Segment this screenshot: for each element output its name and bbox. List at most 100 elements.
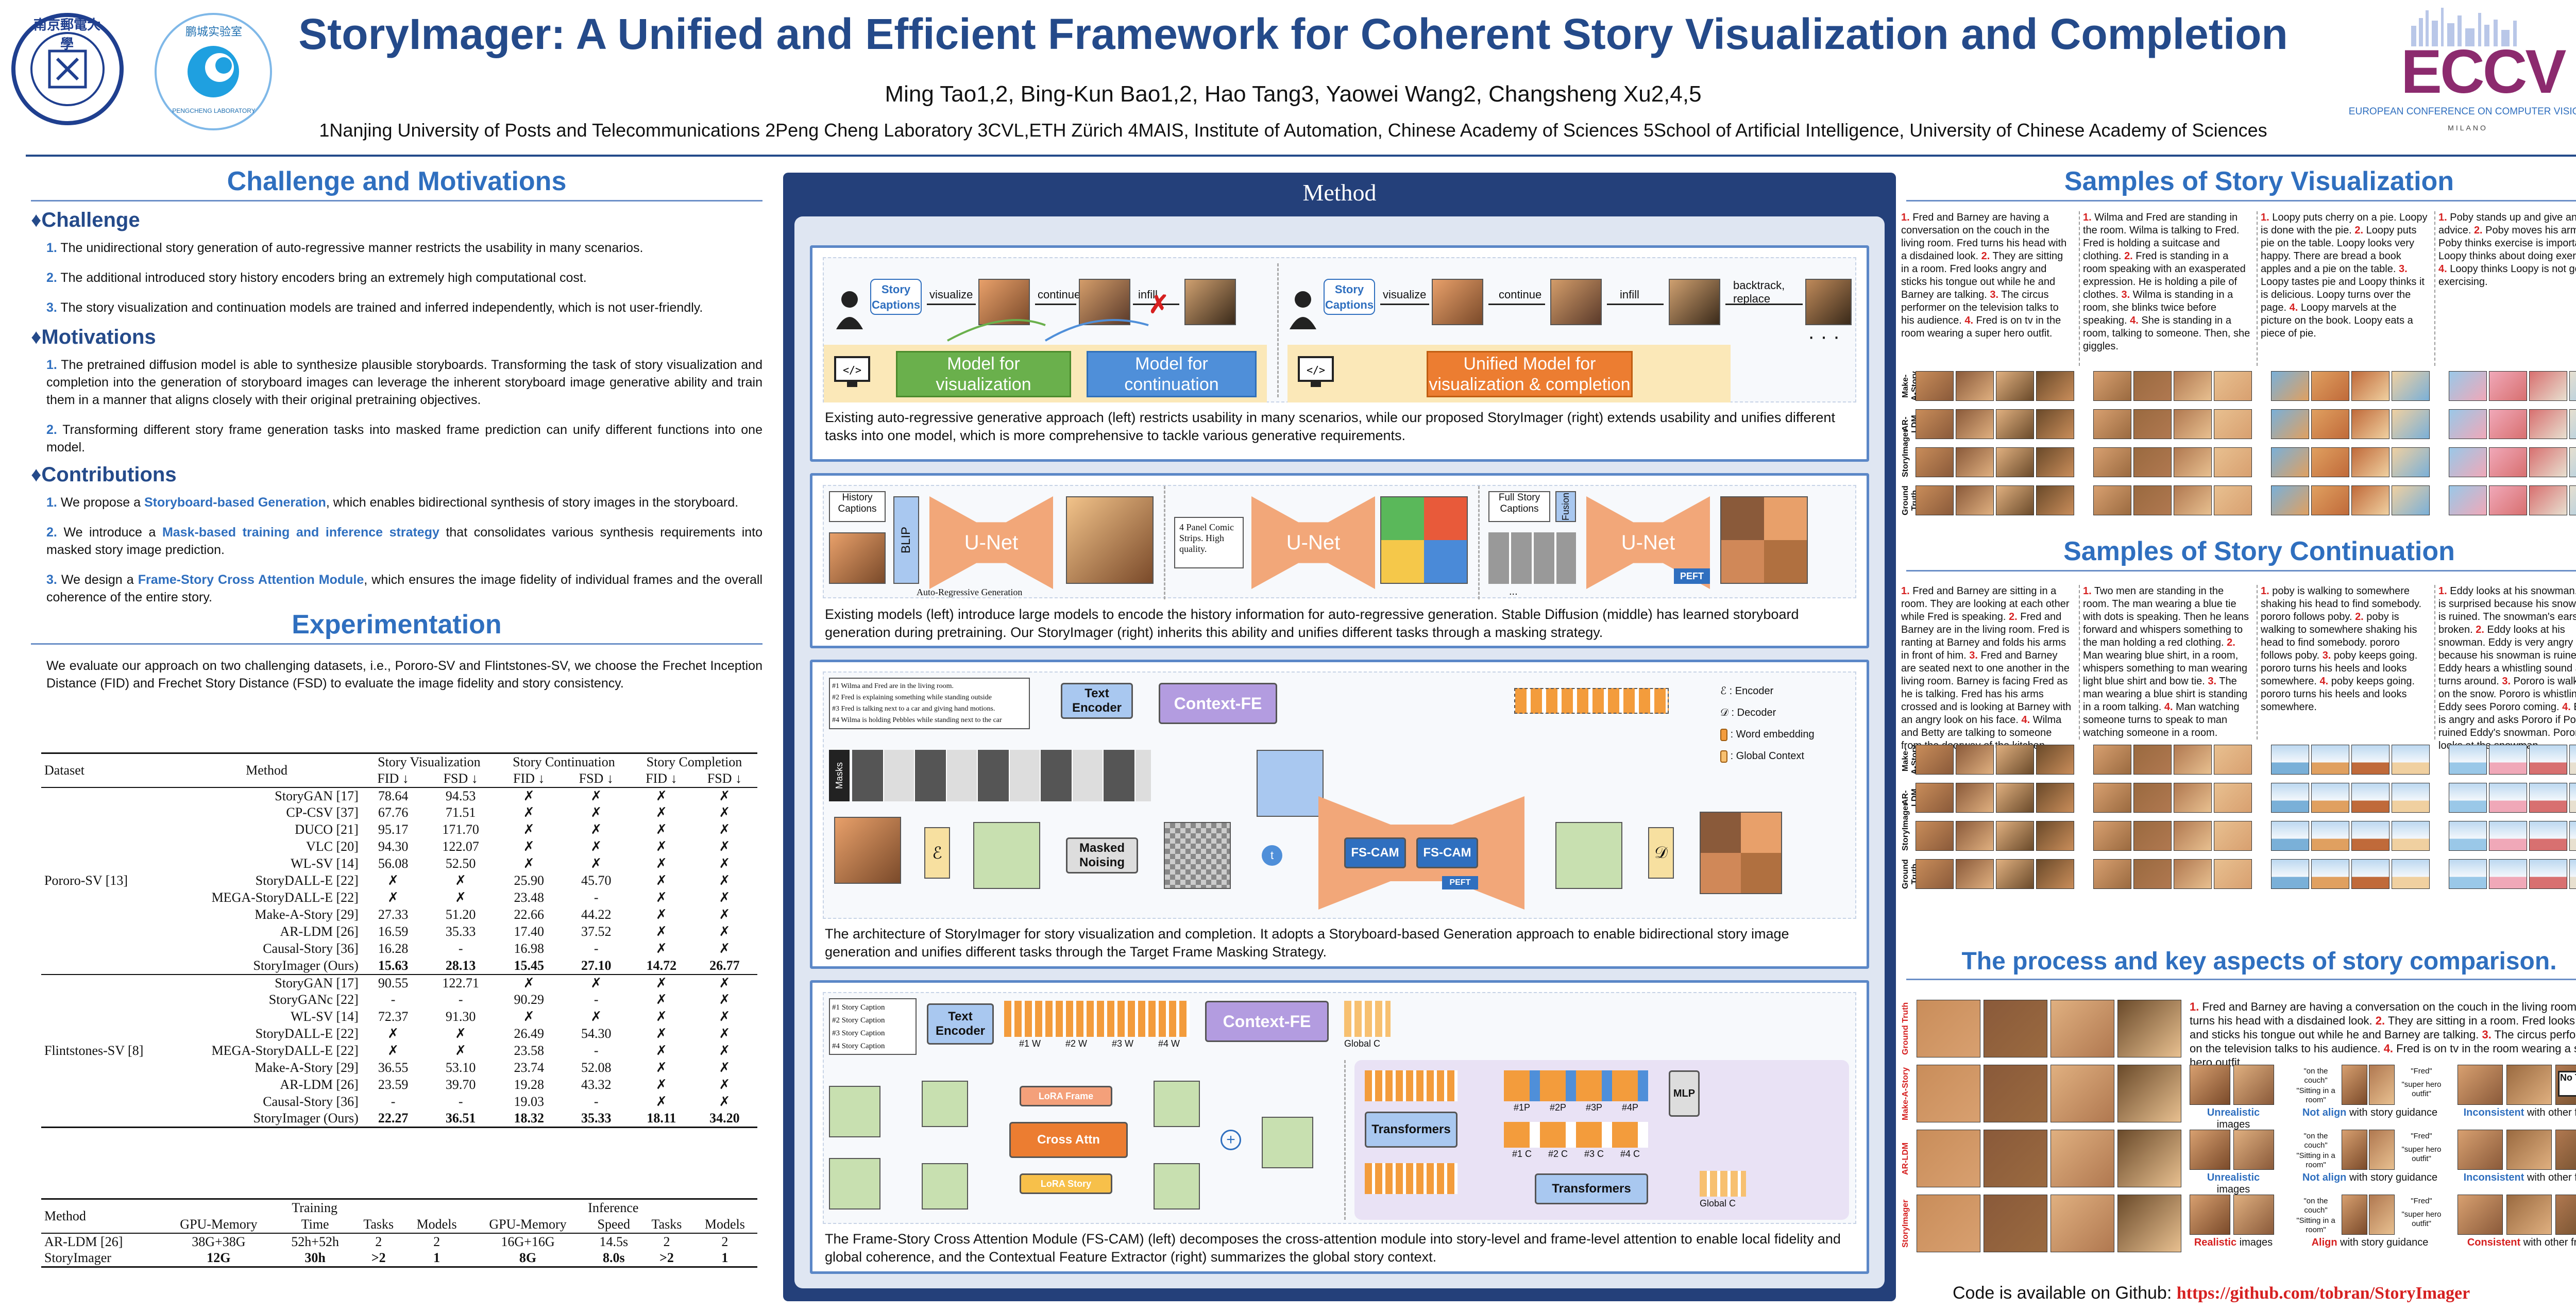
- value-cell: 28.13: [445, 958, 476, 973]
- col-group: Inference: [588, 1200, 639, 1215]
- table-row: MEGA-StoryDALL-E [22]✗✗23.48-✗✗: [41, 889, 757, 906]
- story-frame: [2392, 485, 2430, 515]
- value-cell: ✗: [655, 941, 667, 956]
- story-frame: [1916, 447, 1954, 477]
- value-cell: 14.72: [646, 958, 677, 973]
- value-cell: 23.48: [514, 890, 544, 905]
- lab-logo-sub: PENGCHENG LABORATORY: [172, 107, 256, 114]
- quote: "on the couch": [2303, 1067, 2328, 1085]
- story-frame: [2214, 371, 2252, 401]
- lab-logo-text: 鹏城实验室: [185, 25, 242, 38]
- table-header-row: Method Training Inference: [41, 1199, 757, 1223]
- story-frame: [2311, 409, 2349, 439]
- lab-logo: [155, 13, 272, 130]
- method-cell: CP-CSV [37]: [286, 805, 359, 820]
- value-cell: 52.08: [581, 1060, 612, 1075]
- col-metric: GPU-Memory: [489, 1216, 567, 1232]
- quote: "super hero outfit": [2401, 1210, 2442, 1228]
- c-tokens: [1504, 1122, 1648, 1148]
- story-frame: [2449, 409, 2487, 439]
- crop-frame: [2506, 1065, 2552, 1105]
- value-cell: ✗: [719, 839, 731, 854]
- value-cell: ✗: [590, 839, 602, 854]
- c-labels: #1 C#2 C#3 C#4 C: [1512, 1149, 1640, 1159]
- col-metric: GPU-Memory: [180, 1216, 258, 1232]
- story-frame: [1956, 485, 1994, 515]
- full-story-captions: Full Story Captions: [1488, 491, 1550, 522]
- story-frame: [2133, 745, 2172, 775]
- crop-frame: [2458, 1195, 2503, 1235]
- method-cell: StoryImager (Ours): [253, 1111, 359, 1126]
- value-cell: ✗: [455, 873, 467, 888]
- col-method: Method: [246, 762, 288, 778]
- challenge-item: 2. The additional introduced story histo…: [46, 271, 587, 285]
- challenge-item: 3. The story visualization and continuat…: [46, 300, 703, 315]
- method-cell: WL-SV [14]: [291, 856, 359, 871]
- value-cell: ✗: [655, 975, 667, 990]
- story-frame: [2174, 745, 2212, 775]
- story-frame: [2311, 371, 2349, 401]
- crop-frame: [2555, 1195, 2576, 1235]
- peft-badge: PEFT: [1442, 876, 1478, 889]
- figure-1-box: Story Captions visualize continue infill…: [810, 245, 1869, 462]
- story-captions-bubble: Story Captions: [1324, 279, 1375, 315]
- story-frame: [2271, 783, 2309, 813]
- contribution-item: 3. We design a Frame-Story Cross Attenti…: [46, 573, 763, 604]
- story-frame: [2569, 485, 2576, 515]
- story-frame: [2529, 485, 2567, 515]
- story-frame: [2569, 447, 2576, 477]
- row-label: StoryImager: [1901, 1199, 1910, 1248]
- legend-item: 𝒟 : Decoder: [1720, 707, 1776, 718]
- story-frame: [2392, 745, 2430, 775]
- col-metric: FSD ↓: [443, 770, 478, 786]
- value-cell: 171.70: [442, 822, 479, 837]
- label-infill: infill: [1620, 288, 1639, 301]
- method-cell: Causal-Story [36]: [263, 1094, 359, 1109]
- value-cell: 25.90: [514, 873, 544, 888]
- ellipsis: ...: [1509, 586, 1518, 597]
- value-cell: 72.37: [378, 1009, 409, 1024]
- row-label: Ground Truth: [1901, 485, 1919, 515]
- story-frame: [1916, 745, 1954, 775]
- model-continuation-button: Model for continuation: [1087, 351, 1257, 397]
- figure-1-caption: Existing auto-regressive generative appr…: [825, 410, 1835, 443]
- value-cell: ✗: [387, 890, 399, 905]
- section-underline: [31, 643, 762, 645]
- lora-frame-block: LoRA Frame: [1020, 1086, 1112, 1106]
- value-cell: 26.49: [514, 1026, 544, 1041]
- context-fe-block: Context-FE: [1159, 683, 1277, 724]
- crop-frame: [2233, 1065, 2274, 1105]
- svg-text:</>: </>: [843, 364, 861, 376]
- panel-prompt: 4 Panel Comic Strips. High quality.: [1174, 517, 1244, 568]
- story-frame: [1916, 371, 1954, 401]
- story-frame: [2351, 783, 2389, 813]
- arrow: [927, 304, 976, 305]
- label-visualize: visualize: [929, 288, 973, 301]
- masked-latent: [1257, 750, 1324, 817]
- github-link[interactable]: https://github.com/tobran/StoryImager: [2176, 1284, 2470, 1303]
- section-heading-experimentation: Experimentation: [292, 610, 502, 640]
- decoder-block: 𝒟: [1648, 827, 1674, 879]
- story-frame: [2036, 409, 2074, 439]
- code-label: Code is available on Github:: [1953, 1283, 2177, 1303]
- dataset-cell: Flintstones-SV [8]: [44, 1043, 144, 1058]
- story-frame: [2489, 409, 2527, 439]
- section-underline: [1906, 570, 2576, 572]
- global-c-label: Global C: [1344, 1038, 1381, 1049]
- crop-frame: [2506, 1130, 2552, 1170]
- quote: "on the couch": [2303, 1132, 2328, 1150]
- figure-3: #1 Wilma and Fred are in the living room…: [823, 671, 1856, 919]
- method-cell: StoryDALL-E [22]: [255, 873, 359, 888]
- cross-icon: ✗: [1148, 291, 1170, 318]
- value-cell: ✗: [655, 1060, 667, 1075]
- story-frame: [2271, 409, 2309, 439]
- col-metric: Models: [416, 1216, 457, 1232]
- story-frame: [2529, 745, 2567, 775]
- story-frame: [2133, 409, 2172, 439]
- story-frame: [1956, 447, 1994, 477]
- story-frame: [2449, 783, 2487, 813]
- dataset-cell: Pororo-SV [13]: [44, 873, 128, 888]
